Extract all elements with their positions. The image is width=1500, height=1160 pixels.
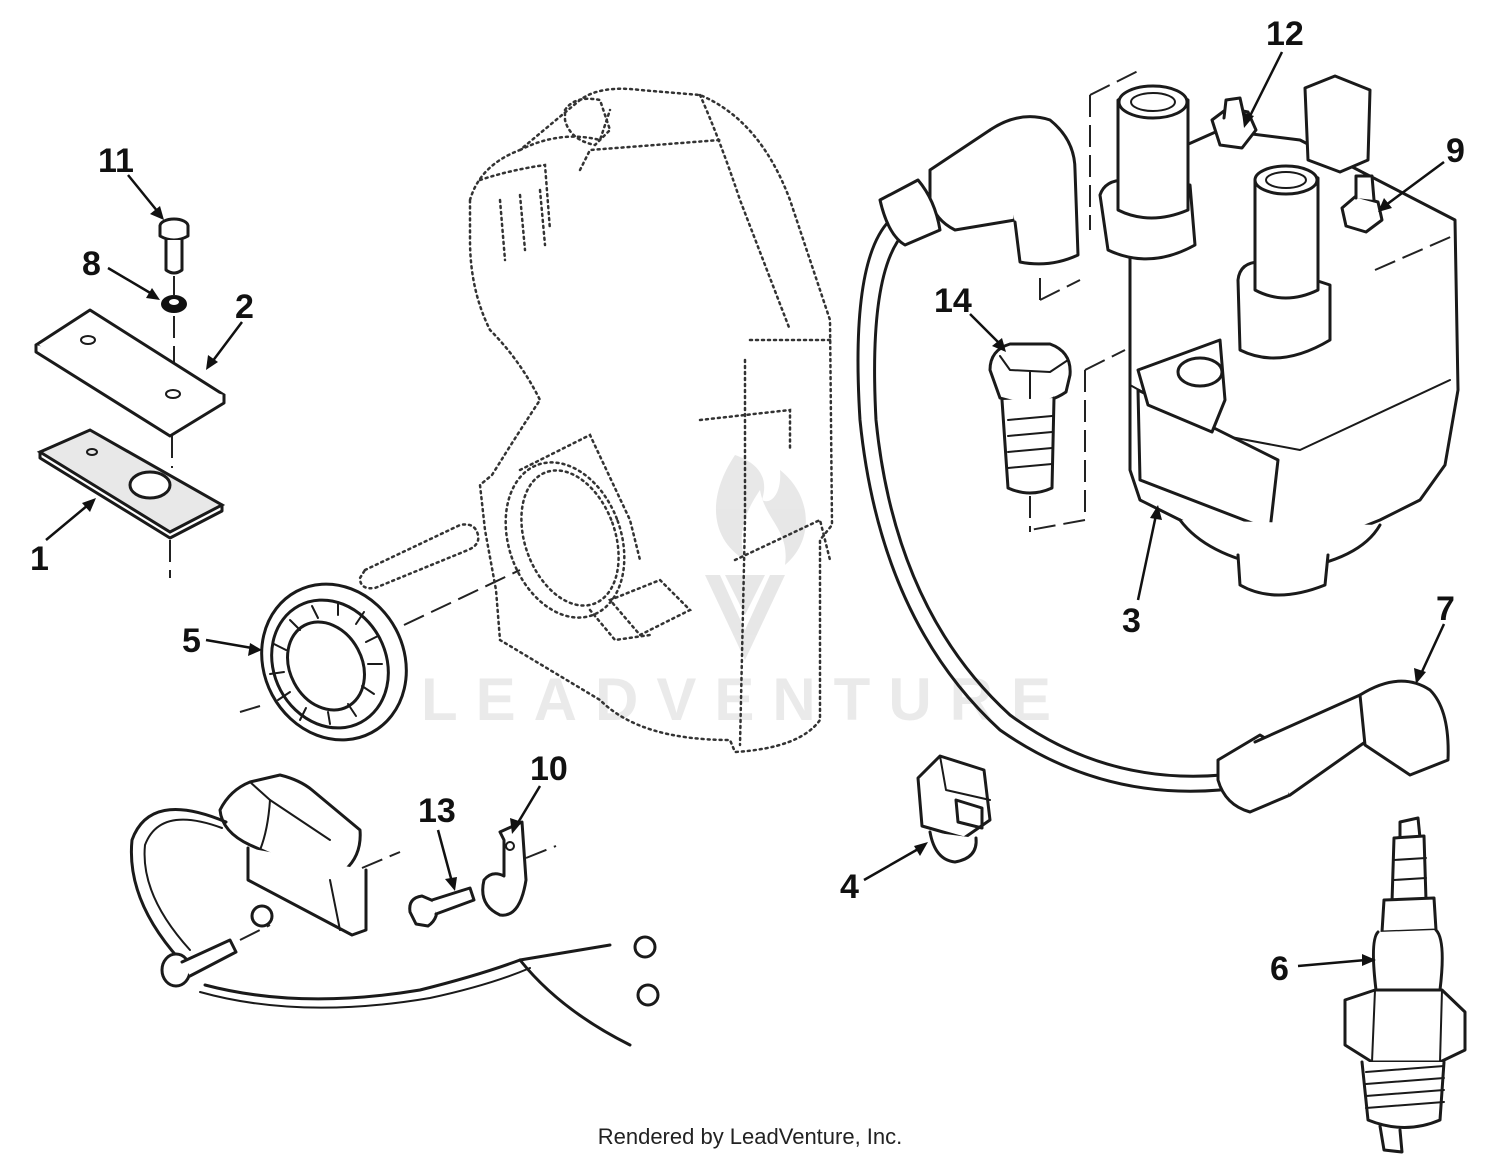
callout-2: 2 xyxy=(235,288,254,326)
part-10-clip xyxy=(481,820,557,917)
callout-8: 8 xyxy=(82,245,101,283)
blower-housing xyxy=(468,87,834,754)
callout-4: 4 xyxy=(840,868,859,906)
part-5-seal xyxy=(260,582,408,742)
flame-v-logo-icon xyxy=(705,455,806,660)
part-3-coil xyxy=(1029,69,1460,597)
callout-5: 5 xyxy=(182,622,201,660)
callouts: 11 8 2 1 5 12 9 14 3 7 10 13 4 xyxy=(30,15,1465,988)
callout-1: 1 xyxy=(30,540,49,578)
part-14-bolt xyxy=(988,342,1072,532)
callout-6: 6 xyxy=(1270,950,1289,988)
watermark-text: LEADVENTURE xyxy=(421,666,1069,733)
ignition-lead-wire xyxy=(856,115,1450,814)
callout-12: 12 xyxy=(1266,15,1304,53)
footer-credit: Rendered by LeadVenture, Inc. xyxy=(597,1124,903,1149)
part-13-screw xyxy=(408,886,476,928)
callout-10: 10 xyxy=(530,750,568,788)
callout-13: 13 xyxy=(418,792,456,830)
part-11-bolt xyxy=(158,217,190,275)
callout-9: 9 xyxy=(1446,132,1465,170)
part-6-spark-plug xyxy=(1343,816,1467,1154)
part-1-gasket xyxy=(36,428,226,540)
part-8-lockwasher xyxy=(161,295,187,313)
part-2-plate xyxy=(34,308,226,438)
callout-11: 11 xyxy=(98,142,134,180)
part-4-connector xyxy=(916,754,992,864)
callout-7: 7 xyxy=(1436,590,1455,628)
ignition-module xyxy=(129,773,660,1047)
callout-14: 14 xyxy=(934,282,972,320)
watermark: LEADVENTURE xyxy=(421,455,1069,733)
callout-3: 3 xyxy=(1122,602,1141,640)
woodruff-key xyxy=(358,523,480,590)
